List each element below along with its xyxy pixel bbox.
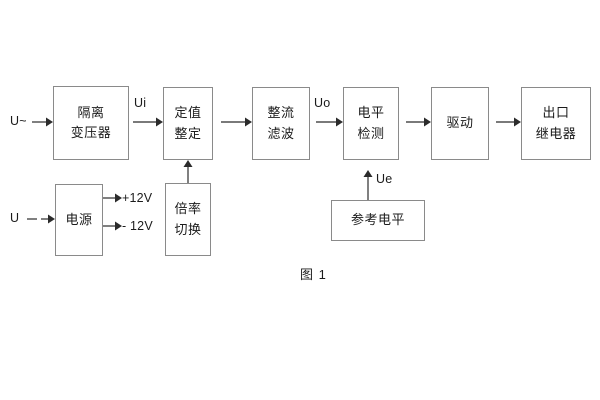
block-label-line: 出口 bbox=[542, 105, 570, 121]
signal-label-uo: Uo bbox=[314, 96, 331, 110]
signal-label-ue: Ue bbox=[376, 172, 393, 186]
block-label-line: 电源 bbox=[65, 211, 93, 227]
block-label-line: 驱动 bbox=[446, 115, 474, 131]
block-isolation-transformer: 隔离 变压器 bbox=[53, 86, 129, 160]
block-level-detection: 电平 检测 bbox=[343, 87, 399, 160]
block-label-line: 整定 bbox=[174, 125, 202, 141]
arrow-setting-value-to-rectifier-filter bbox=[221, 117, 252, 127]
block-label-line: 定值 bbox=[174, 105, 202, 121]
block-label-line: 检测 bbox=[357, 125, 385, 141]
block-output-relay: 出口 继电器 bbox=[521, 87, 591, 160]
arrow-rectifier-filter-to-level-detection bbox=[316, 117, 343, 127]
block-reference-level: 参考电平 bbox=[331, 200, 425, 241]
block-label-line: 参考电平 bbox=[350, 212, 405, 228]
arrow-power-supply-to-rail-negative bbox=[103, 221, 122, 231]
block-drive: 驱动 bbox=[431, 87, 489, 160]
arrow-level-detection-to-drive bbox=[406, 117, 431, 127]
signal-label-input-dc: U bbox=[10, 211, 20, 225]
block-label-line: 隔离 bbox=[77, 104, 105, 120]
arrow-isolation-transformer-to-setting-value bbox=[133, 117, 163, 127]
signal-label-input-ac: U~ bbox=[10, 114, 27, 128]
signal-label-rail-negative: - 12V bbox=[122, 219, 153, 233]
signal-label-ui: Ui bbox=[134, 96, 147, 110]
block-label-line: 整流 bbox=[267, 105, 295, 121]
block-label-line: 变压器 bbox=[70, 125, 112, 140]
arrow-drive-to-output-relay bbox=[496, 117, 521, 127]
arrow-input-ac-to-isolation-transformer bbox=[32, 117, 53, 127]
block-label-line: 继电器 bbox=[535, 125, 577, 141]
arrow-multiplier-switch-to-setting-value bbox=[183, 160, 193, 183]
block-label-line: 倍率 bbox=[174, 201, 202, 217]
arrow-reference-level-to-level-detection bbox=[363, 170, 373, 200]
block-rectifier-filter: 整流 滤波 bbox=[252, 87, 310, 160]
figure-caption: 图 1 bbox=[300, 267, 327, 282]
block-label-line: 滤波 bbox=[267, 125, 295, 141]
block-setting-value: 定值 整定 bbox=[163, 87, 213, 160]
arrow-power-supply-to-rail-positive bbox=[103, 193, 122, 203]
block-power-supply: 电源 bbox=[55, 184, 103, 256]
block-label-line: 电平 bbox=[357, 105, 385, 121]
block-label-line: 切换 bbox=[174, 221, 202, 237]
block-multiplier-switch: 倍率 切换 bbox=[165, 183, 211, 256]
signal-label-rail-positive: +12V bbox=[122, 191, 153, 205]
arrow-input-dc-to-power-supply bbox=[27, 214, 55, 224]
